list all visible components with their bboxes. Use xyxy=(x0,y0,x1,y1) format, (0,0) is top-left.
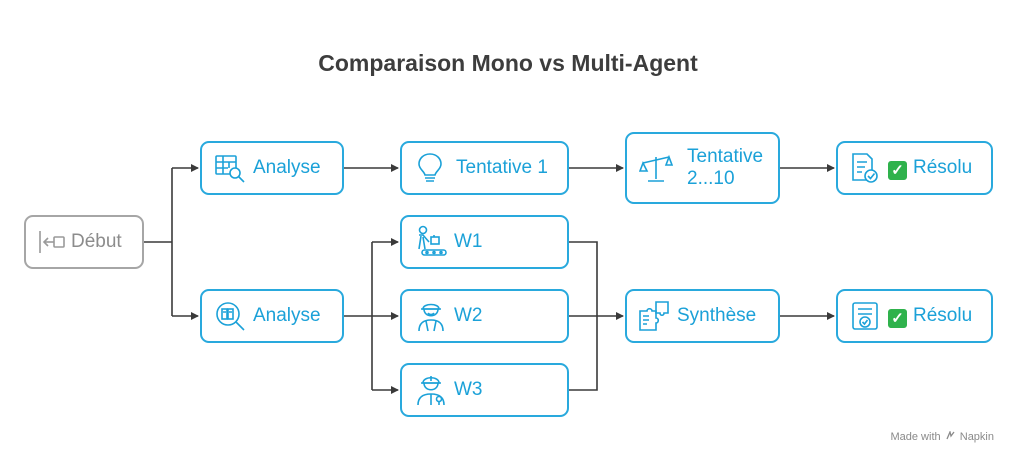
mono-analyse-label: Analyse xyxy=(253,157,321,178)
start-label: Début xyxy=(71,231,122,252)
worker-w3-label: W3 xyxy=(454,379,483,400)
tentative-n-node: Tentative 2...10 xyxy=(625,132,780,204)
tentative1-label: Tentative 1 xyxy=(456,157,548,178)
document-search-icon xyxy=(214,300,246,332)
conveyor-worker-icon xyxy=(414,225,448,259)
worker-wrench-icon xyxy=(414,373,448,407)
start-node: Début xyxy=(24,215,144,269)
worker-w2-node: W2 xyxy=(400,289,569,343)
worker-cap-icon xyxy=(414,299,448,333)
lightbulb-icon xyxy=(416,152,444,184)
worker-w1-node: W1 xyxy=(400,215,569,269)
checkmark-icon: ✓ xyxy=(888,308,907,328)
multi-resolu-label: ✓Résolu xyxy=(888,305,972,328)
synthese-node: Synthèse xyxy=(625,289,780,343)
checkmark-icon: ✓ xyxy=(888,160,907,180)
synthese-label: Synthèse xyxy=(677,305,757,326)
worker-w1-label: W1 xyxy=(454,231,483,252)
checklist-icon xyxy=(850,300,880,332)
puzzle-icon xyxy=(637,299,671,333)
document-check-icon xyxy=(850,152,880,184)
mono-analyse-node: Analyse xyxy=(200,141,344,195)
multi-analyse-label: Analyse xyxy=(253,305,321,326)
multi-resolu-node: ✓Résolu xyxy=(836,289,993,343)
mono-resolu-label: ✓Résolu xyxy=(888,157,972,180)
napkin-brand: Napkin xyxy=(959,431,994,443)
napkin-logo-icon xyxy=(946,429,955,440)
diagram-title: Comparaison Mono vs Multi-Agent xyxy=(318,50,698,76)
tentative1-node: Tentative 1 xyxy=(400,141,569,195)
mono-resolu-node: ✓Résolu xyxy=(836,141,993,195)
multi-analyse-node: Analyse xyxy=(200,289,344,343)
footer-attribution: Made with Napkin xyxy=(890,429,994,443)
worker-w3-node: W3 xyxy=(400,363,569,417)
balance-scale-icon xyxy=(639,151,673,185)
exit-arrow-icon xyxy=(37,227,67,257)
worker-w2-label: W2 xyxy=(454,305,483,326)
made-with-text: Made with xyxy=(890,431,941,443)
table-search-icon xyxy=(214,152,246,184)
tentative-n-label: Tentative 2...10 xyxy=(687,146,764,189)
